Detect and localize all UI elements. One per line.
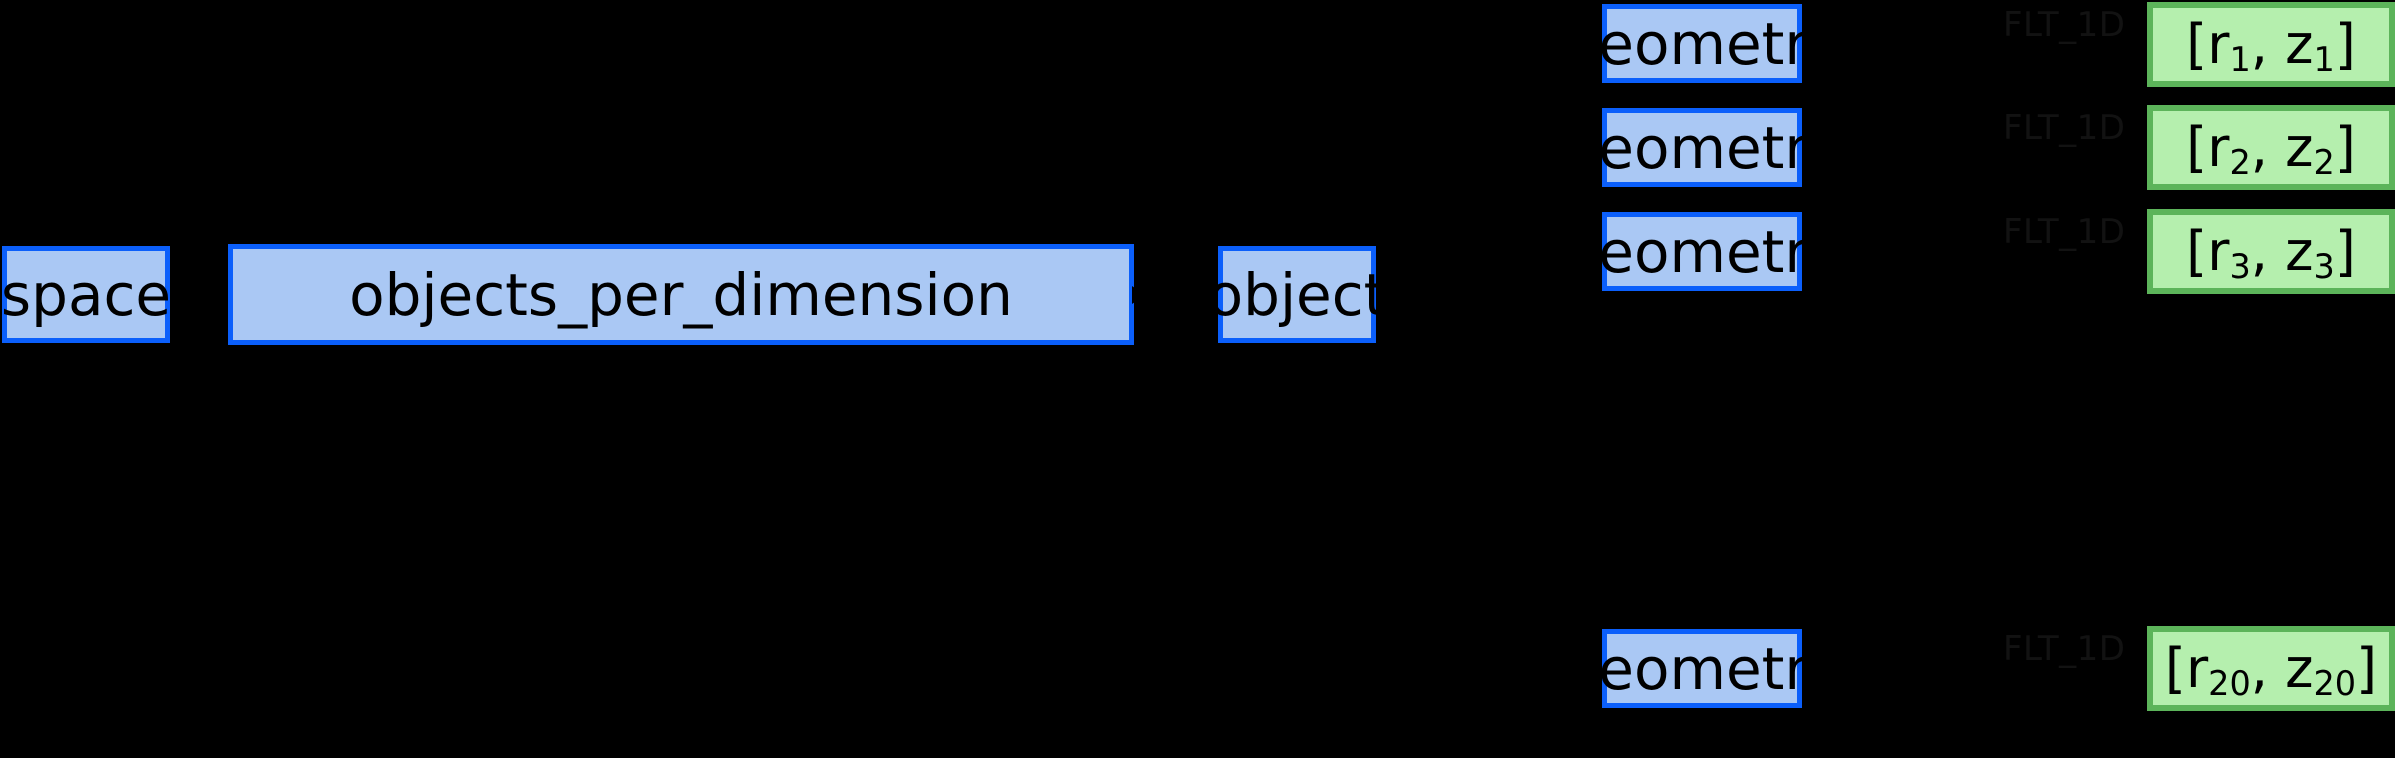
node-geometry-3[interactable]: geometry <box>1561 212 1843 291</box>
arrowhead-to-value-20 <box>2134 660 2147 678</box>
node-value-1-label: [r1, z1] <box>2186 12 2356 80</box>
connector-object-to-geometry-3 <box>1376 250 1602 254</box>
node-value-2-label: [r2, z2] <box>2186 115 2356 183</box>
connector-objects-per-dimension-to-object <box>1134 293 1218 297</box>
node-value-1[interactable]: [r1, z1] <box>2147 2 2395 87</box>
edge-type-geometry-2: FLT_1D <box>2003 108 2126 148</box>
node-object-label: object <box>1207 260 1387 329</box>
edge-type-geometry-1: FLT_1D <box>2003 5 2126 45</box>
arrowhead-to-geometry-20 <box>1589 660 1602 678</box>
node-geometry-2[interactable]: geometry <box>1561 108 1843 187</box>
node-geometry-20-label: geometry <box>1561 634 1843 703</box>
node-value-3-label: [r3, z3] <box>2186 219 2356 287</box>
node-space[interactable]: space <box>1 246 171 343</box>
connector-geometry-2-to-value-2 <box>1802 146 2147 150</box>
node-geometry-3-label: geometry <box>1561 217 1843 286</box>
connector-space-to-objects-per-dimension <box>170 293 228 297</box>
node-object[interactable]: object <box>1208 246 1386 343</box>
arrowhead-from-objects-per-dimension <box>1132 286 1145 304</box>
arrowhead-to-geometry-3 <box>1589 243 1602 261</box>
node-objects-per-dimension-label: objects_per_dimension <box>349 260 1013 329</box>
node-geometry-1[interactable]: geometry <box>1561 4 1843 83</box>
node-value-20-label: [r20, z20] <box>2164 636 2378 704</box>
arrowhead-to-geometry-2 <box>1589 139 1602 157</box>
node-geometry-1-label: geometry <box>1561 9 1843 78</box>
node-objects-per-dimension[interactable]: objects_per_dimension <box>228 244 1134 345</box>
connector-object-to-geometry-2 <box>1376 146 1602 150</box>
arrowhead-to-value-2 <box>2134 139 2147 157</box>
arrowhead-to-object <box>1205 286 1218 304</box>
edge-type-geometry-3: FLT_1D <box>2003 212 2126 252</box>
connector-geometry-3-to-value-3 <box>1802 250 2147 254</box>
node-geometry-2-label: geometry <box>1561 113 1843 182</box>
edge-type-geometry-20: FLT_1D <box>2003 629 2126 669</box>
arrowhead-to-geometry-1 <box>1589 35 1602 53</box>
arrowhead-to-value-3 <box>2134 243 2147 261</box>
node-space-label: space <box>0 260 172 329</box>
connector-object-to-geometry-1 <box>1376 42 1602 46</box>
arrowhead-to-value-1 <box>2134 35 2147 53</box>
node-value-3[interactable]: [r3, z3] <box>2147 209 2395 294</box>
connector-geometry-1-to-value-1 <box>1802 42 2147 46</box>
node-value-20[interactable]: [r20, z20] <box>2147 626 2395 711</box>
node-value-2[interactable]: [r2, z2] <box>2147 105 2395 190</box>
connector-object-to-geometry-20 <box>1376 667 1602 671</box>
connector-geometry-20-to-value-20 <box>1802 667 2147 671</box>
node-geometry-20[interactable]: geometry <box>1561 629 1843 708</box>
